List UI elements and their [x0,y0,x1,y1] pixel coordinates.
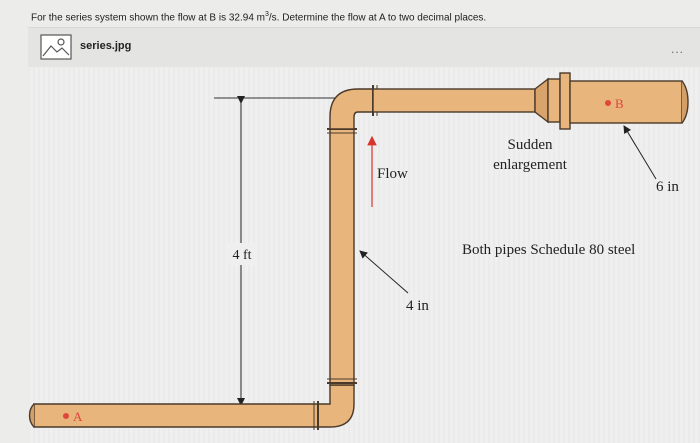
attachment-filename[interactable]: series.jpg [80,40,132,52]
large-pipe [569,80,683,124]
pipe-spec-note: Both pipes Schedule 80 steel [462,242,635,258]
pipe-size-small-label: 4 in [406,298,429,314]
point-b-label: B [615,96,624,111]
pipe-size-small-leader [359,250,409,294]
enlargement-label-line1: Sudden [508,137,554,153]
vertical-pipe [329,128,355,386]
attachment-bar[interactable]: series.jpg ... [28,27,700,68]
pipe-system-figure: 4 ft B A Flow [28,67,700,443]
image-file-icon [40,34,72,60]
dimension-label: 4 ft [232,248,251,263]
point-a-marker [63,413,69,419]
pipe-size-large-label: 6 in [656,179,679,195]
question-text: For the series system shown the flow at … [31,11,487,24]
flow-label: Flow [377,166,408,182]
sudden-enlargement-fitting [534,77,549,124]
more-options-menu[interactable]: ... [670,42,684,56]
top-small-pipe [372,88,536,113]
enlargement-label-line2: enlargement [493,157,568,173]
point-b-marker [605,100,611,106]
pipe-diagram: 4 ft B A Flow [28,72,689,430]
top-elbow [329,88,374,130]
pipe-size-large-leader [623,125,657,180]
bottom-elbow [317,384,355,428]
point-a-label: A [73,409,83,424]
